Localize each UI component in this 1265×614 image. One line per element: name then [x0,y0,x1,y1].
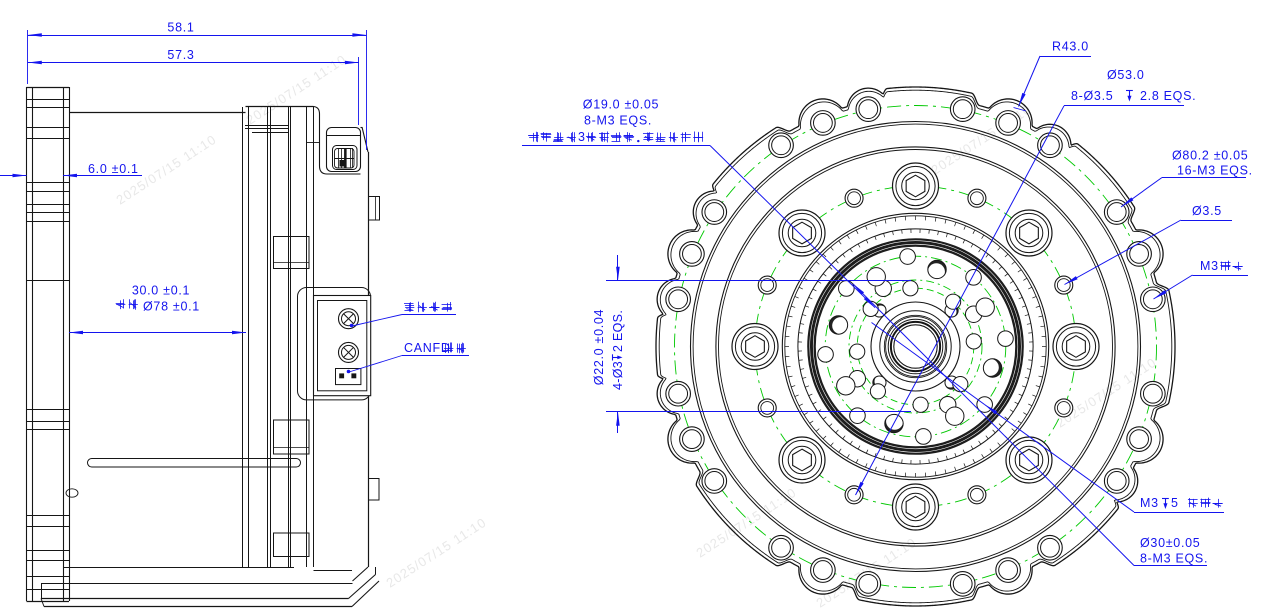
svg-text:M3: M3 [1140,496,1159,510]
svg-text:30.0 ±0.1: 30.0 ±0.1 [132,284,190,298]
svg-text:Ø19.0 ±0.05: Ø19.0 ±0.05 [583,98,659,112]
svg-text:4-Ø3: 4-Ø3 [611,361,625,390]
svg-text:57.3: 57.3 [167,48,194,62]
svg-text:5: 5 [1171,496,1179,510]
svg-text:8-M3 EQS.: 8-M3 EQS. [584,114,652,128]
svg-text:Ø53.0: Ø53.0 [1107,68,1145,82]
svg-text:Ø3.5: Ø3.5 [1192,204,1222,218]
svg-text:Ø30±0.05: Ø30±0.05 [1140,536,1200,550]
svg-text:Ø80.2 ±0.05: Ø80.2 ±0.05 [1172,149,1248,163]
svg-text:Ø78 ±0.1: Ø78 ±0.1 [143,300,200,314]
svg-text:8-Ø3.5: 8-Ø3.5 [1071,89,1113,103]
svg-text:6.0 ±0.1: 6.0 ±0.1 [88,162,139,176]
svg-text:58.1: 58.1 [167,21,194,35]
svg-text:R43.0: R43.0 [1052,40,1089,54]
svg-text:2 EQS.: 2 EQS. [611,310,625,352]
svg-text:8-M3 EQS.: 8-M3 EQS. [1140,552,1208,566]
svg-text:16-M3 EQS.: 16-M3 EQS. [1177,164,1253,178]
svg-text:3: 3 [578,130,586,144]
svg-text:M3: M3 [1200,259,1219,273]
svg-text:2.8 EQS.: 2.8 EQS. [1140,89,1196,103]
svg-text:CANFD: CANFD [404,341,451,355]
svg-text:Ø22.0 ±0.04: Ø22.0 ±0.04 [592,309,606,385]
